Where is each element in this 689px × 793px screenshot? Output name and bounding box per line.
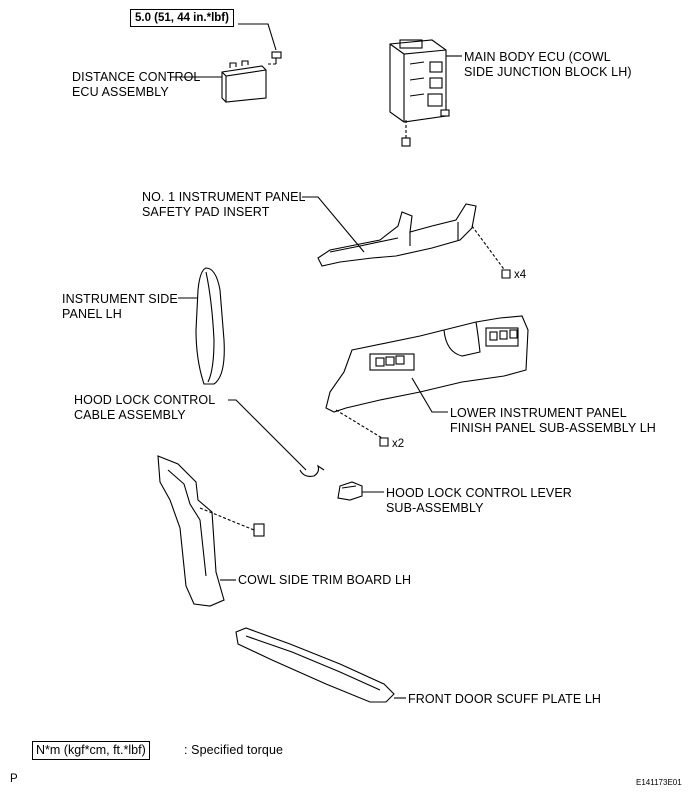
label-line: SUB-ASSEMBLY [386, 501, 484, 515]
label-line: FINISH PANEL SUB-ASSEMBLY LH [450, 421, 656, 435]
label-line: HOOD LOCK CONTROL [74, 393, 216, 407]
label-safety-pad-insert: NO. 1 INSTRUMENT PANEL SAFETY PAD INSERT [142, 190, 306, 220]
torque-leader [238, 23, 277, 51]
label-distance-control-ecu: DISTANCE CONTROL ECU ASSEMBLY [72, 70, 200, 100]
label-line: INSTRUMENT SIDE [62, 292, 178, 306]
label-line: LOWER INSTRUMENT PANEL [450, 406, 627, 420]
label-line: SIDE JUNCTION BLOCK LH) [464, 65, 632, 79]
label-cowl-side-trim: COWL SIDE TRIM BOARD LH [238, 573, 411, 588]
label-line: HOOD LOCK CONTROL LEVER [386, 486, 572, 500]
label-line: SAFETY PAD INSERT [142, 205, 270, 219]
label-line: PANEL LH [62, 307, 122, 321]
hood-lock-cable-drawing [228, 399, 325, 477]
quantity-x2: x2 [392, 438, 405, 450]
figure-id: E141173E01 [636, 778, 682, 787]
quantity-x4: x4 [514, 269, 527, 281]
label-line: FRONT DOOR SCUFF PLATE LH [408, 692, 602, 706]
hood-lock-lever-drawing [337, 481, 363, 501]
safety-pad-insert-drawing [317, 203, 511, 279]
distance-control-ecu-drawing [221, 60, 267, 103]
label-line: ECU ASSEMBLY [72, 85, 169, 99]
instrument-side-panel-drawing [195, 267, 225, 385]
front-door-scuff-drawing [235, 627, 395, 703]
label-hood-lock-cable: HOOD LOCK CONTROL CABLE ASSEMBLY [74, 393, 215, 423]
cowl-side-trim-drawing [157, 455, 265, 607]
leader-finish-panel [411, 377, 448, 413]
label-main-body-ecu: MAIN BODY ECU (COWL SIDE JUNCTION BLOCK … [464, 50, 632, 80]
label-front-door-scuff: FRONT DOOR SCUFF PLATE LH [408, 692, 601, 707]
label-instrument-side-panel: INSTRUMENT SIDE PANEL LH [62, 292, 178, 322]
legend-torque-unit: N*m (kgf*cm, ft.*lbf) [32, 741, 150, 760]
label-line: MAIN BODY ECU (COWL [464, 50, 611, 64]
leader-safety-pad [302, 196, 365, 253]
label-hood-lock-lever: HOOD LOCK CONTROL LEVER SUB-ASSEMBLY [386, 486, 572, 516]
label-line: DISTANCE CONTROL [72, 70, 201, 84]
torque-spec-box: 5.0 (51, 44 in.*lbf) [130, 9, 234, 27]
legend-description: : Specified torque [184, 743, 284, 757]
main-body-ecu-drawing [389, 39, 450, 147]
page-letter: P [10, 773, 18, 785]
label-lower-finish-panel: LOWER INSTRUMENT PANEL FINISH PANEL SUB-… [450, 406, 656, 436]
label-line: COWL SIDE TRIM BOARD LH [238, 573, 412, 587]
lower-finish-panel-drawing [325, 315, 529, 447]
bolt-icon [266, 51, 282, 65]
label-line: NO. 1 INSTRUMENT PANEL [142, 190, 306, 204]
label-line: CABLE ASSEMBLY [74, 408, 186, 422]
